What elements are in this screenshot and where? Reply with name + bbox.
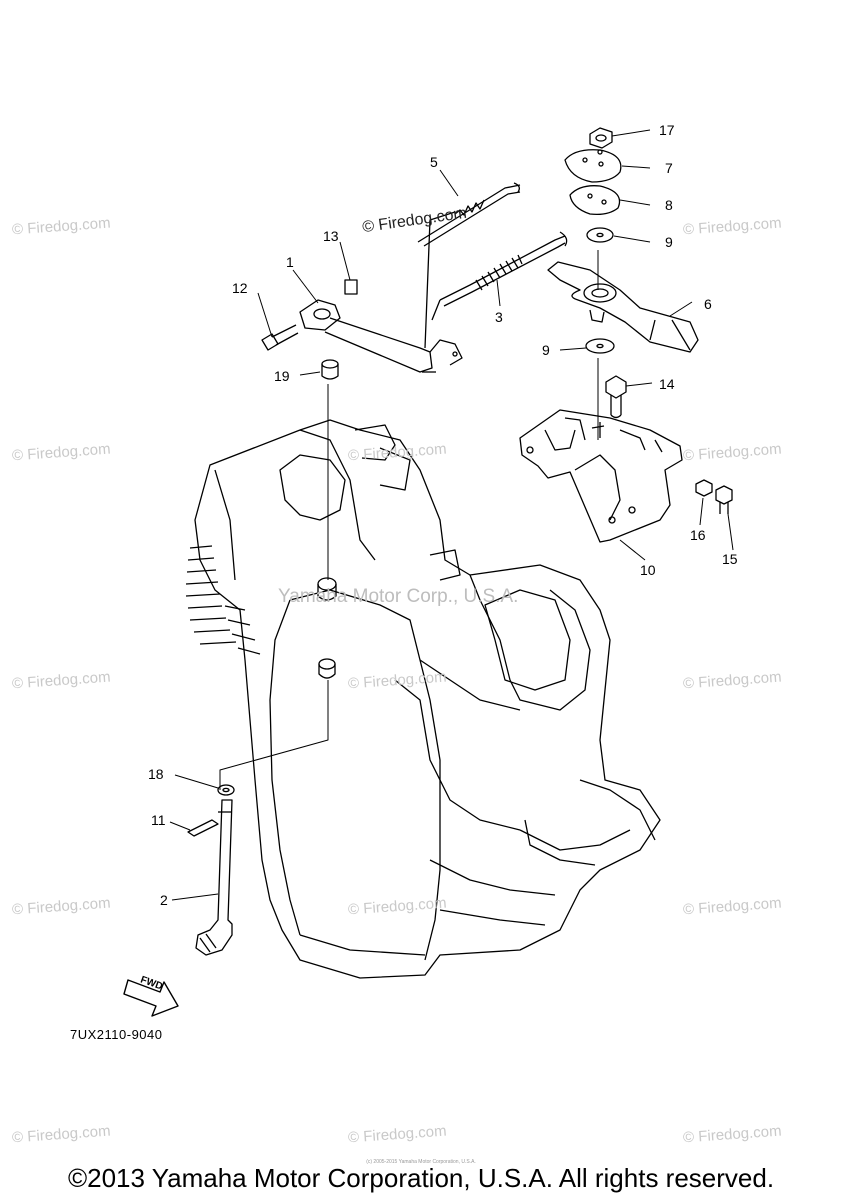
bracket-10-shape: [519, 409, 683, 543]
copyright-notice: ©2013 Yamaha Motor Corporation, U.S.A. A…: [67, 1163, 775, 1193]
fwd-arrow-shape: [123, 979, 179, 1017]
seal-11-shape: [187, 819, 219, 837]
callout-19: 19: [274, 368, 290, 384]
callout-7: 7: [665, 160, 673, 176]
shift-shaft-2-shape: [195, 799, 233, 956]
watermark-yamaha: Yamaha Motor Corp., U.S.A.: [278, 586, 519, 607]
callout-9-top: 9: [665, 234, 673, 250]
callout-17: 17: [659, 122, 675, 138]
callout-16: 16: [690, 527, 706, 543]
center-line-lower: [219, 680, 329, 790]
callout-12: 12: [232, 280, 248, 296]
callout-10: 10: [640, 562, 656, 578]
clip-13-shape: [344, 279, 358, 295]
bolt-12-shape: [261, 324, 299, 351]
callout-9-bottom: 9: [542, 342, 550, 358]
washer-9-bottom-shape: [585, 338, 615, 354]
fine-print: (c) 2005-2015 Yamaha Motor Corporation, …: [366, 1159, 476, 1165]
shift-lever: [299, 211, 463, 373]
gasket-8-shape: [569, 185, 621, 216]
callout-8: 8: [665, 197, 673, 213]
nut-16-shape: [695, 479, 713, 497]
callout-15: 15: [722, 551, 738, 567]
callout-14: 14: [659, 376, 675, 392]
diagram-code: 7UX2110-9040: [70, 1027, 163, 1042]
callout-1: 1: [286, 254, 294, 270]
lever-arm-6-shape: [547, 261, 699, 353]
bolt-14-shape: [605, 375, 627, 419]
callout-3: 3: [495, 309, 503, 325]
bushing-19-shape: [321, 359, 339, 380]
callout-5: 5: [430, 154, 438, 170]
washer-9-top-shape: [586, 227, 614, 243]
shift-rod-upper: [417, 182, 521, 247]
engine-block: [185, 419, 661, 979]
bolt-15-shape: [715, 485, 733, 514]
callout-11: 11: [151, 812, 166, 828]
nut-17-shape: [589, 127, 613, 149]
callout-13: 13: [323, 228, 339, 244]
callout-18: 18: [148, 766, 164, 782]
plate-7-shape: [564, 149, 622, 183]
callout-2: 2: [160, 892, 168, 908]
callout-6: 6: [704, 296, 712, 312]
leader-lines: [169, 129, 734, 901]
shift-rod-lower: [431, 231, 568, 321]
washer-18-shape: [217, 784, 235, 796]
